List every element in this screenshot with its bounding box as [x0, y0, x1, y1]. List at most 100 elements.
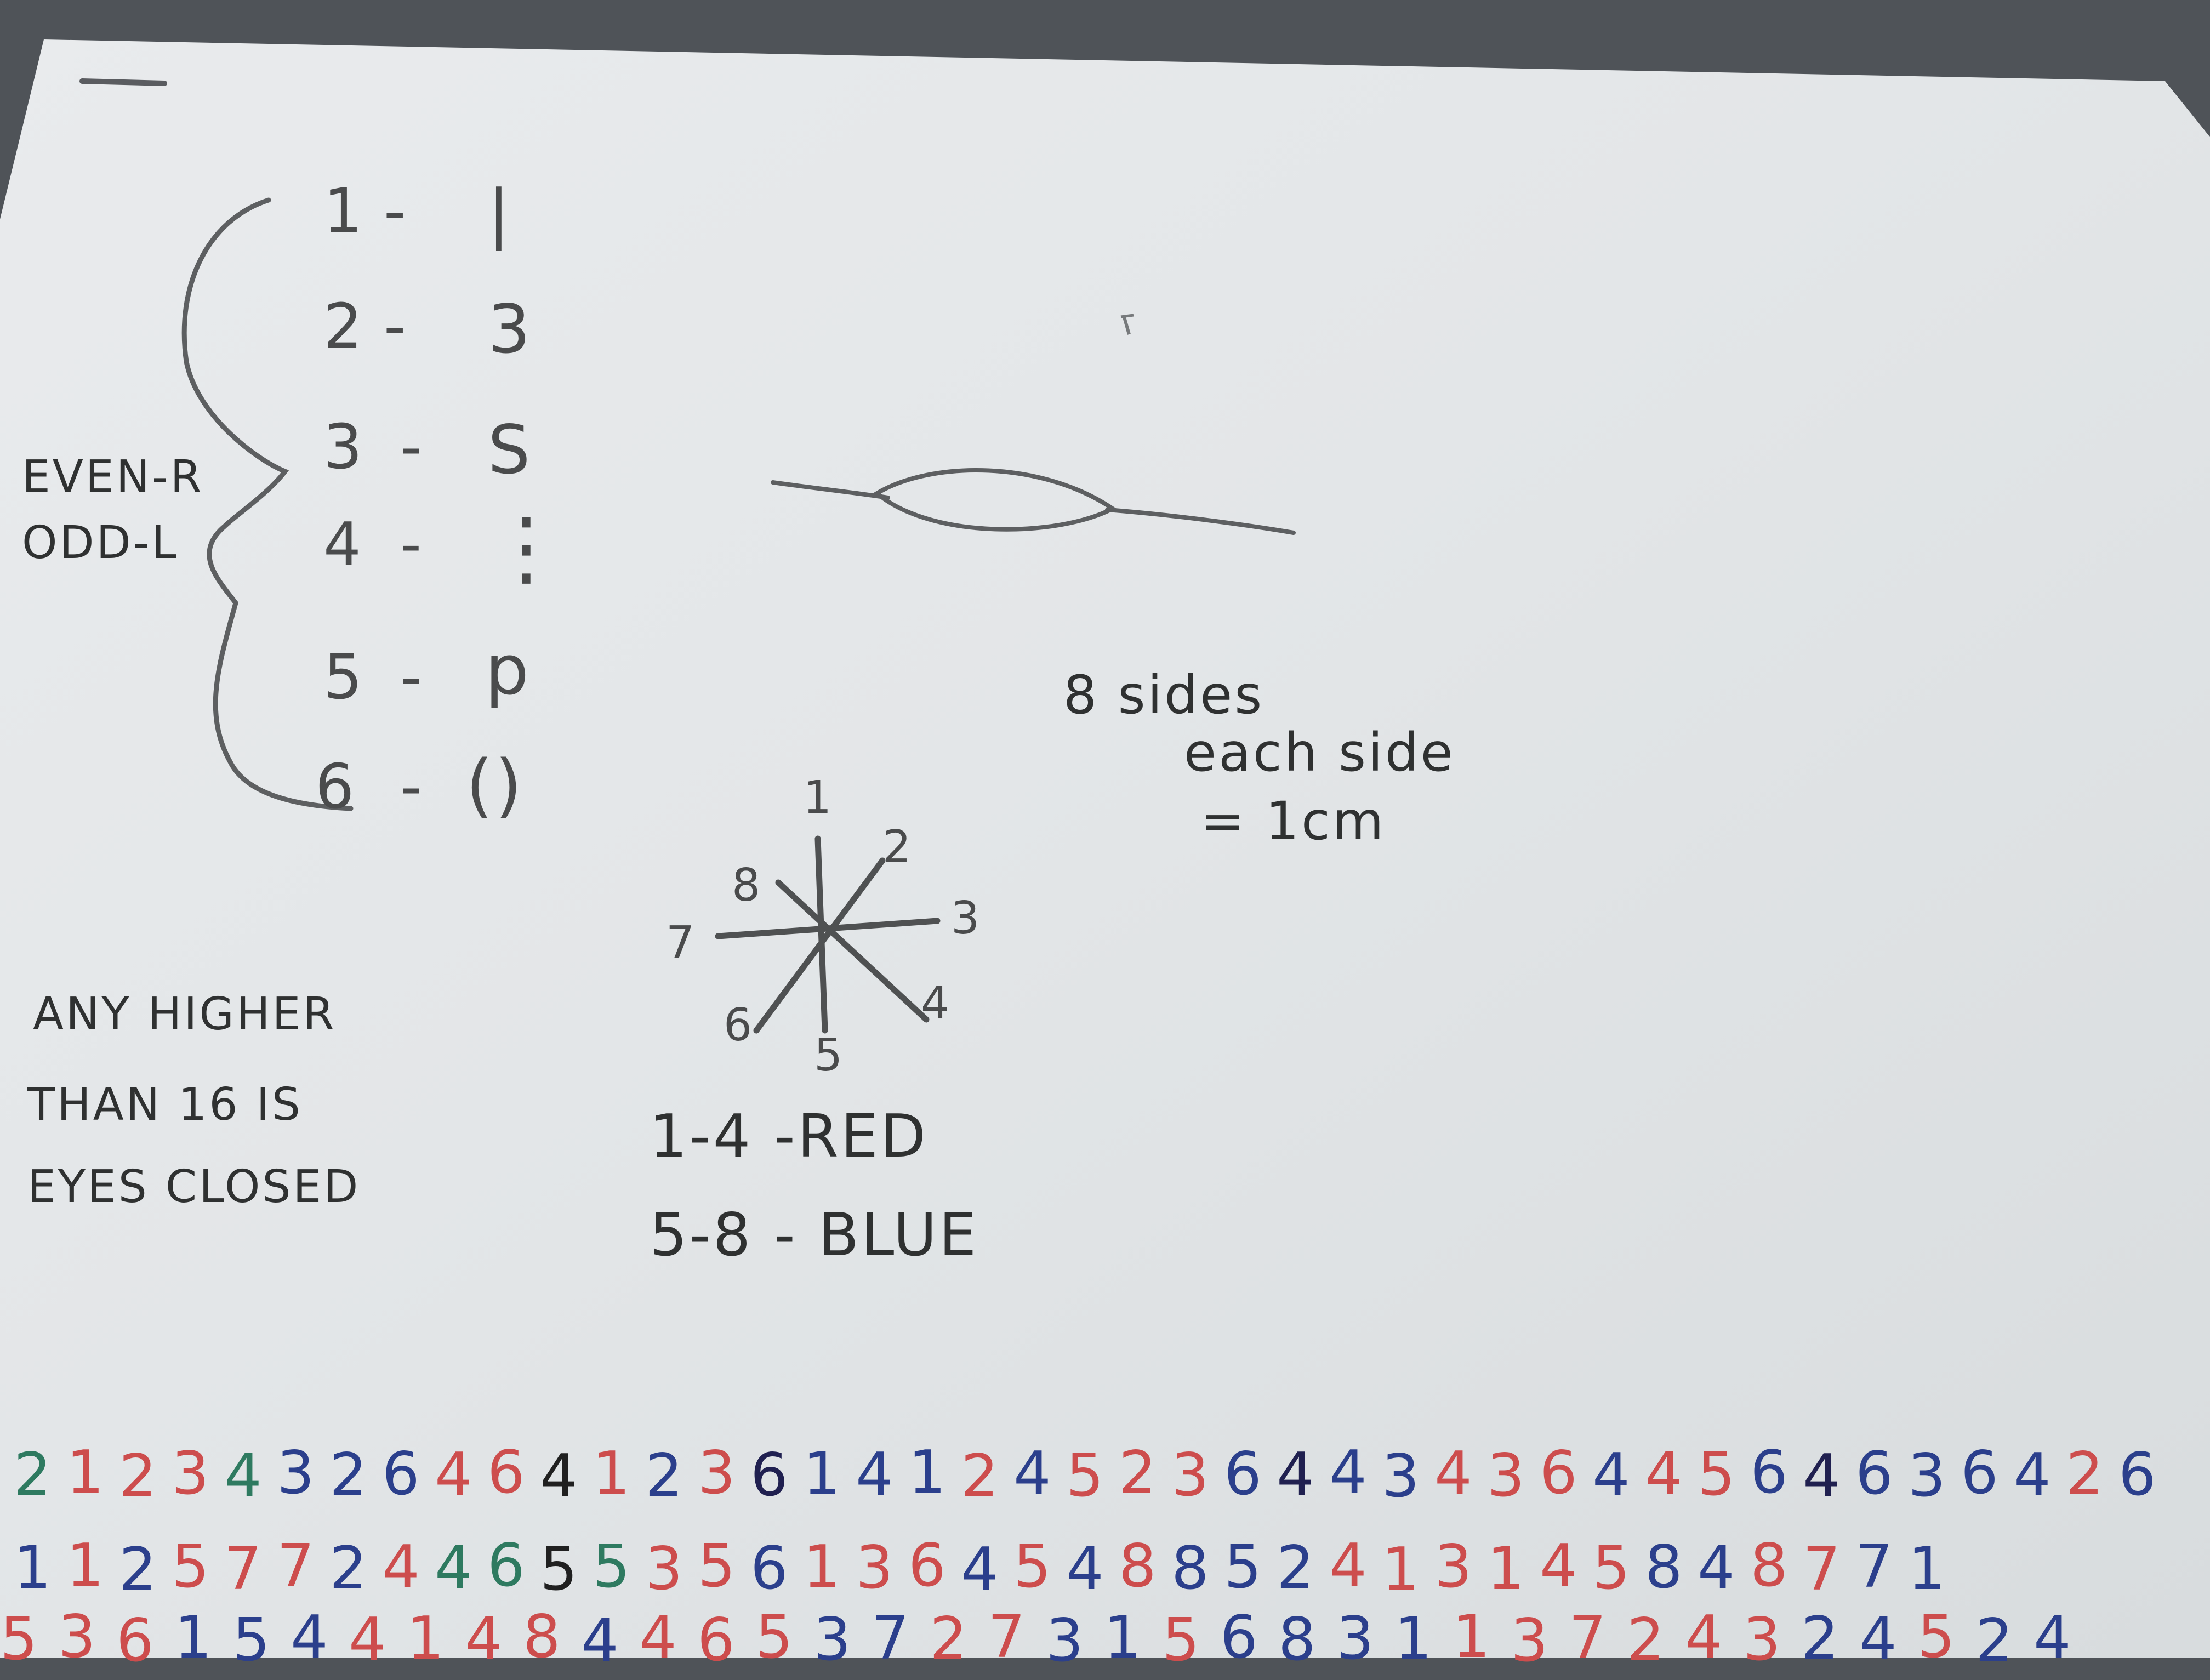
star-label-3: 3: [951, 892, 982, 944]
digit-mark: 3: [58, 1603, 96, 1671]
digit-mark: 2: [329, 1441, 367, 1510]
even-rule: EVEN-R: [22, 451, 204, 503]
digit-mark: 3: [172, 1439, 209, 1508]
digit-mark: 4: [961, 1535, 999, 1604]
digit-mark: 2: [119, 1535, 157, 1604]
digit-mark: 7: [224, 1535, 262, 1603]
digit-mark: 3: [1336, 1604, 1374, 1673]
digit-mark: 7: [1803, 1535, 1841, 1604]
digit-mark: 4: [435, 1534, 472, 1602]
digit-mark: 6: [487, 1439, 525, 1507]
digit-mark: 2: [1975, 1607, 2013, 1675]
digit-mark: 4: [1329, 1439, 1367, 1507]
digit-mark: 4: [1434, 1439, 1472, 1508]
digit-mark: 1: [908, 1439, 946, 1507]
digit-mark: 4: [435, 1440, 472, 1509]
digit-mark: 1: [1104, 1604, 1142, 1672]
code-line-5-dash: -: [400, 642, 425, 713]
star-label-8: 8: [732, 859, 763, 912]
code-line-1-dash: -: [384, 176, 408, 247]
digit-mark: 4: [1066, 1535, 1104, 1603]
code-line-2-number: 2: [323, 291, 365, 362]
code-line-3-number: 3: [323, 412, 365, 483]
digit-mark: 3: [277, 1439, 315, 1507]
sides-note-line-3: = 1cm: [1200, 790, 1386, 852]
digit-mark: 5: [1917, 1603, 1955, 1671]
digit-mark: 6: [1220, 1603, 1258, 1672]
digit-mark: 1: [1394, 1605, 1432, 1673]
digit-mark: 5: [1013, 1533, 1051, 1601]
digit-mark: 1: [14, 1534, 52, 1602]
digit-mark: 6: [116, 1607, 154, 1675]
digit-mark: 1: [803, 1440, 841, 1508]
code-line-6-dash: -: [400, 751, 425, 823]
star-label-2: 2: [882, 821, 914, 873]
digit-mark: 6: [487, 1532, 525, 1600]
star-label-6: 6: [724, 999, 755, 1051]
digit-mark: 1: [1453, 1603, 1490, 1671]
code-line-2-dash: -: [384, 291, 408, 362]
digit-mark: 4: [1698, 1534, 1735, 1602]
digit-mark: 8: [1119, 1532, 1157, 1601]
code-line-4-dash: -: [400, 510, 424, 579]
digit-mark: 4: [349, 1605, 386, 1674]
digit-mark: 6: [1540, 1439, 1577, 1507]
digit-mark: 6: [1750, 1439, 1788, 1507]
digit-mark: 8: [1750, 1532, 1788, 1600]
digit-mark: 4: [1013, 1439, 1051, 1508]
digit-mark: 6: [908, 1532, 946, 1600]
digit-mark: 5: [698, 1532, 736, 1601]
digit-mark: 8: [1645, 1533, 1683, 1602]
digit-mark: 3: [1171, 1441, 1209, 1510]
code-line-6-number: 6: [315, 751, 357, 823]
digit-mark: 6: [750, 1534, 788, 1603]
digit-mark: 1: [66, 1532, 104, 1600]
digit-mark: 2: [2066, 1440, 2104, 1508]
digit-mark: 7: [988, 1603, 1026, 1671]
digit-mark: 4: [540, 1442, 578, 1511]
digit-mark: 2: [961, 1442, 999, 1511]
digit-mark: 3: [1487, 1442, 1525, 1510]
sides-note-line-2: each side: [1184, 722, 1455, 783]
digit-mark: 1: [803, 1533, 841, 1602]
code-line-2-symbol: 3: [488, 291, 533, 368]
code-line-4-symbol: ⋮: [485, 500, 569, 596]
code-line-4-number: 4: [323, 510, 363, 579]
code-line-3-symbol: S: [488, 411, 533, 489]
digit-mark: 3: [813, 1605, 851, 1674]
digit-mark: 6: [750, 1441, 788, 1510]
digit-mark: 4: [1859, 1605, 1897, 1673]
star-label-7: 7: [666, 917, 697, 969]
color-rule-blue: 5-8 - BLUE: [650, 1201, 979, 1269]
digit-mark: 4: [2013, 1441, 2051, 1510]
digit-mark: 4: [1540, 1532, 1577, 1601]
digit-mark: 1: [407, 1604, 445, 1673]
digit-mark: 3: [698, 1439, 736, 1507]
code-line-3-dash: -: [400, 412, 425, 483]
digit-mark: 4: [1645, 1440, 1683, 1508]
bracket-curve: [181, 197, 354, 811]
digit-mark: 5: [1224, 1533, 1262, 1602]
digit-mark: 7: [872, 1604, 909, 1673]
digit-mark: 1: [1908, 1535, 1946, 1603]
color-rule-red: 1-4 -RED: [650, 1102, 929, 1171]
higher-note-line-3: EYES CLOSED: [27, 1161, 361, 1213]
sides-note-line-1: 8 sides: [1063, 664, 1265, 726]
digit-mark: 4: [291, 1603, 328, 1672]
digit-mark: 1: [1487, 1535, 1525, 1603]
digit-mark: 5: [593, 1533, 630, 1601]
digit-mark: 2: [1801, 1604, 1839, 1673]
digit-mark: 3: [1511, 1607, 1548, 1675]
digit-mark: 4: [1592, 1441, 1630, 1510]
digit-mark: 8: [1171, 1534, 1209, 1603]
digit-mark: 5: [540, 1535, 578, 1604]
higher-note-line-2: THAN 16 IS: [27, 1079, 303, 1131]
digit-mark: 7: [1569, 1604, 1607, 1672]
digit-mark: 4: [382, 1533, 420, 1602]
digit-mark: 3: [1743, 1605, 1781, 1674]
digit-mark: 6: [1224, 1440, 1262, 1508]
